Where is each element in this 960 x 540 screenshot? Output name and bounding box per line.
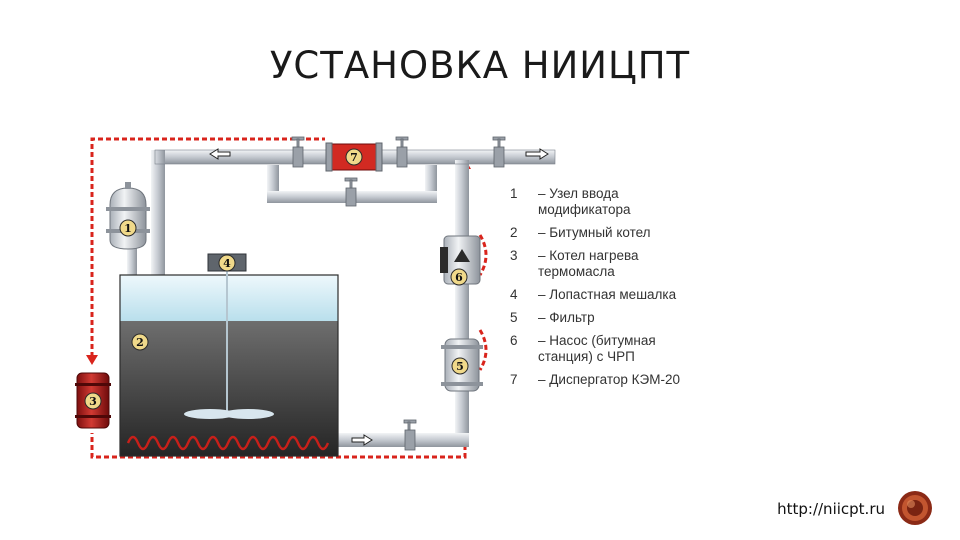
legend-number: 6 xyxy=(510,333,518,348)
legend-number: 2 xyxy=(510,225,518,240)
legend-item: 3 – Котел нагрева термомасла xyxy=(510,248,713,280)
bitumen-boiler xyxy=(119,274,339,457)
legend-text: – Фильтр xyxy=(538,310,595,325)
legend-text: – Диспергатор КЭМ-20 xyxy=(538,372,680,387)
company-emblem-icon xyxy=(898,491,932,525)
marker-label: 7 xyxy=(350,151,358,164)
marker-label: 4 xyxy=(223,257,231,270)
marker-label: 2 xyxy=(136,336,144,349)
legend-number: 7 xyxy=(510,372,518,387)
marker-5: 5 xyxy=(451,357,469,375)
modifier-input-unit xyxy=(106,182,150,250)
legend-item: 6 – Насос (битумная станция) с ЧРП xyxy=(510,333,713,365)
legend-number: 3 xyxy=(510,248,518,263)
marker-4: 4 xyxy=(218,254,236,272)
legend-text: – Котел нагрева термомасла xyxy=(538,248,639,279)
slide-title: УСТАНОВКА НИИЦПТ xyxy=(269,44,691,87)
plant-diagram: 1 2 3 4 5 6 7 xyxy=(75,136,556,459)
legend-text: – Битумный котел xyxy=(538,225,651,240)
legend-number: 5 xyxy=(510,310,518,325)
legend-item: 2 – Битумный котел xyxy=(510,225,713,241)
valve xyxy=(291,136,506,451)
legend: 1 – Узел ввода модификатора 2 – Битумный… xyxy=(510,186,713,395)
legend-item: 5 – Фильтр xyxy=(510,310,713,326)
pipe-direction-arrow xyxy=(209,148,549,446)
website-link[interactable]: http://niicpt.ru xyxy=(777,500,885,518)
legend-number: 1 xyxy=(510,186,518,201)
marker-label: 6 xyxy=(455,271,463,284)
marker-7: 7 xyxy=(345,148,363,166)
marker-label: 3 xyxy=(89,395,97,408)
legend-item: 1 – Узел ввода модификатора xyxy=(510,186,713,218)
legend-item: 4 – Лопастная мешалка xyxy=(510,287,713,303)
heating-coil xyxy=(126,435,330,451)
marker-6: 6 xyxy=(450,268,468,286)
marker-1: 1 xyxy=(119,219,137,237)
legend-text: – Насос (битумная станция) с ЧРП xyxy=(538,333,656,364)
legend-number: 4 xyxy=(510,287,518,302)
legend-text: – Узел ввода модификатора xyxy=(538,186,631,217)
marker-label: 1 xyxy=(124,222,132,235)
legend-text: – Лопастная мешалка xyxy=(538,287,677,302)
marker-2: 2 xyxy=(131,333,149,351)
marker-label: 5 xyxy=(456,360,464,373)
legend-item: 7 – Диспергатор КЭМ-20 xyxy=(510,372,713,388)
flow-arrow xyxy=(86,355,98,365)
marker-3: 3 xyxy=(84,392,102,410)
